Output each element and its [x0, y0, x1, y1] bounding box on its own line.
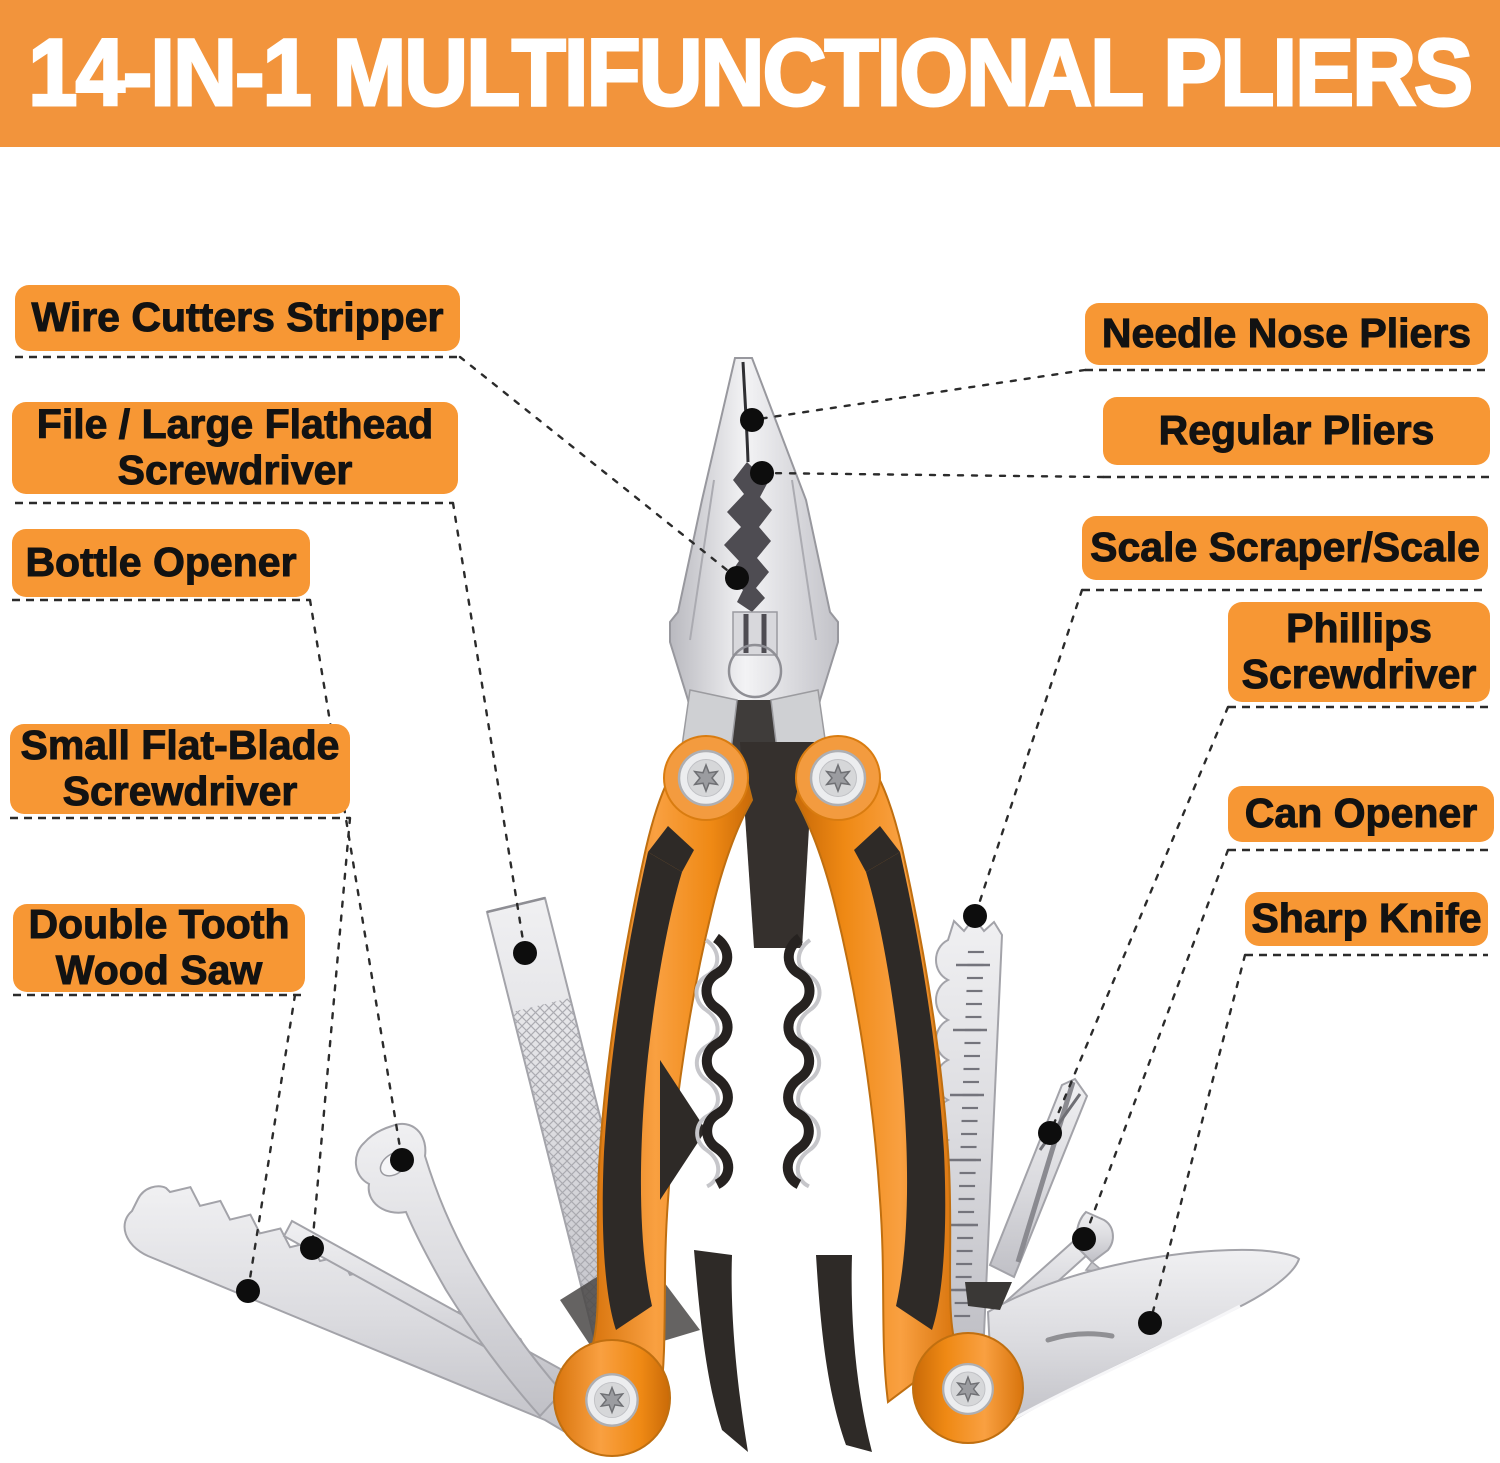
callout-label-bottle-opener: Bottle Opener	[12, 529, 310, 597]
marker-file-flathead	[513, 941, 537, 965]
torx-screw-top-right	[809, 749, 867, 807]
right-tools-shadow	[965, 1282, 1012, 1310]
callout-label-sharp-knife: Sharp Knife	[1245, 892, 1488, 946]
callout-label-needle-nose-pliers: Needle Nose Pliers	[1085, 303, 1488, 365]
callout-label-scale-scraper-scale: Scale Scraper/Scale	[1082, 516, 1488, 580]
callout-label-phillips-screwdriver: Phillips Screwdriver	[1228, 602, 1490, 702]
callout-label-wire-cutters-stripper: Wire Cutters Stripper	[15, 285, 460, 351]
marker-needle-nose-pliers	[740, 408, 764, 432]
right-handle	[794, 735, 1024, 1452]
marker-small-flat-blade	[300, 1236, 324, 1260]
leader-lines	[10, 355, 1493, 1325]
scale-scraper-graphic	[935, 916, 1004, 1342]
marker-bottle-opener	[390, 1148, 414, 1172]
marker-regular-pliers	[750, 461, 774, 485]
torx-screw-bottom-right	[942, 1363, 994, 1415]
marker-sharp-knife	[1138, 1311, 1162, 1335]
left-grip	[602, 852, 682, 1330]
callout-label-file-large-flathead-screwdriver: File / Large Flathead Screwdriver	[12, 401, 458, 494]
knife-blade-graphic	[986, 1248, 1301, 1430]
cutter-housing	[740, 742, 814, 948]
torx-screw-bottom-left	[585, 1373, 639, 1427]
marker-wire-cutters	[725, 566, 749, 590]
marker-phillips	[1038, 1121, 1062, 1145]
callout-label-double-tooth-wood-saw: Double Tooth Wood Saw	[13, 901, 305, 993]
inner-serrations	[694, 933, 822, 1189]
callout-label-small-flat-blade-screwdriver: Small Flat-Blade Screwdriver	[10, 722, 350, 814]
pivot-circle	[727, 643, 783, 699]
callout-label-regular-pliers: Regular Pliers	[1103, 397, 1490, 465]
marker-wood-saw	[236, 1279, 260, 1303]
callout-label-can-opener: Can Opener	[1228, 786, 1494, 842]
marker-scale-scraper	[963, 904, 987, 928]
marker-dots	[236, 408, 1162, 1335]
right-grip	[866, 852, 946, 1330]
left-handle	[553, 735, 754, 1457]
marker-can-opener	[1072, 1227, 1096, 1251]
torx-screw-top-left	[677, 749, 735, 807]
page-title: 14-IN-1 MULTIFUNCTIONAL PLIERS	[27, 19, 1475, 128]
banner: 14-IN-1 MULTIFUNCTIONAL PLIERS	[0, 0, 1500, 147]
